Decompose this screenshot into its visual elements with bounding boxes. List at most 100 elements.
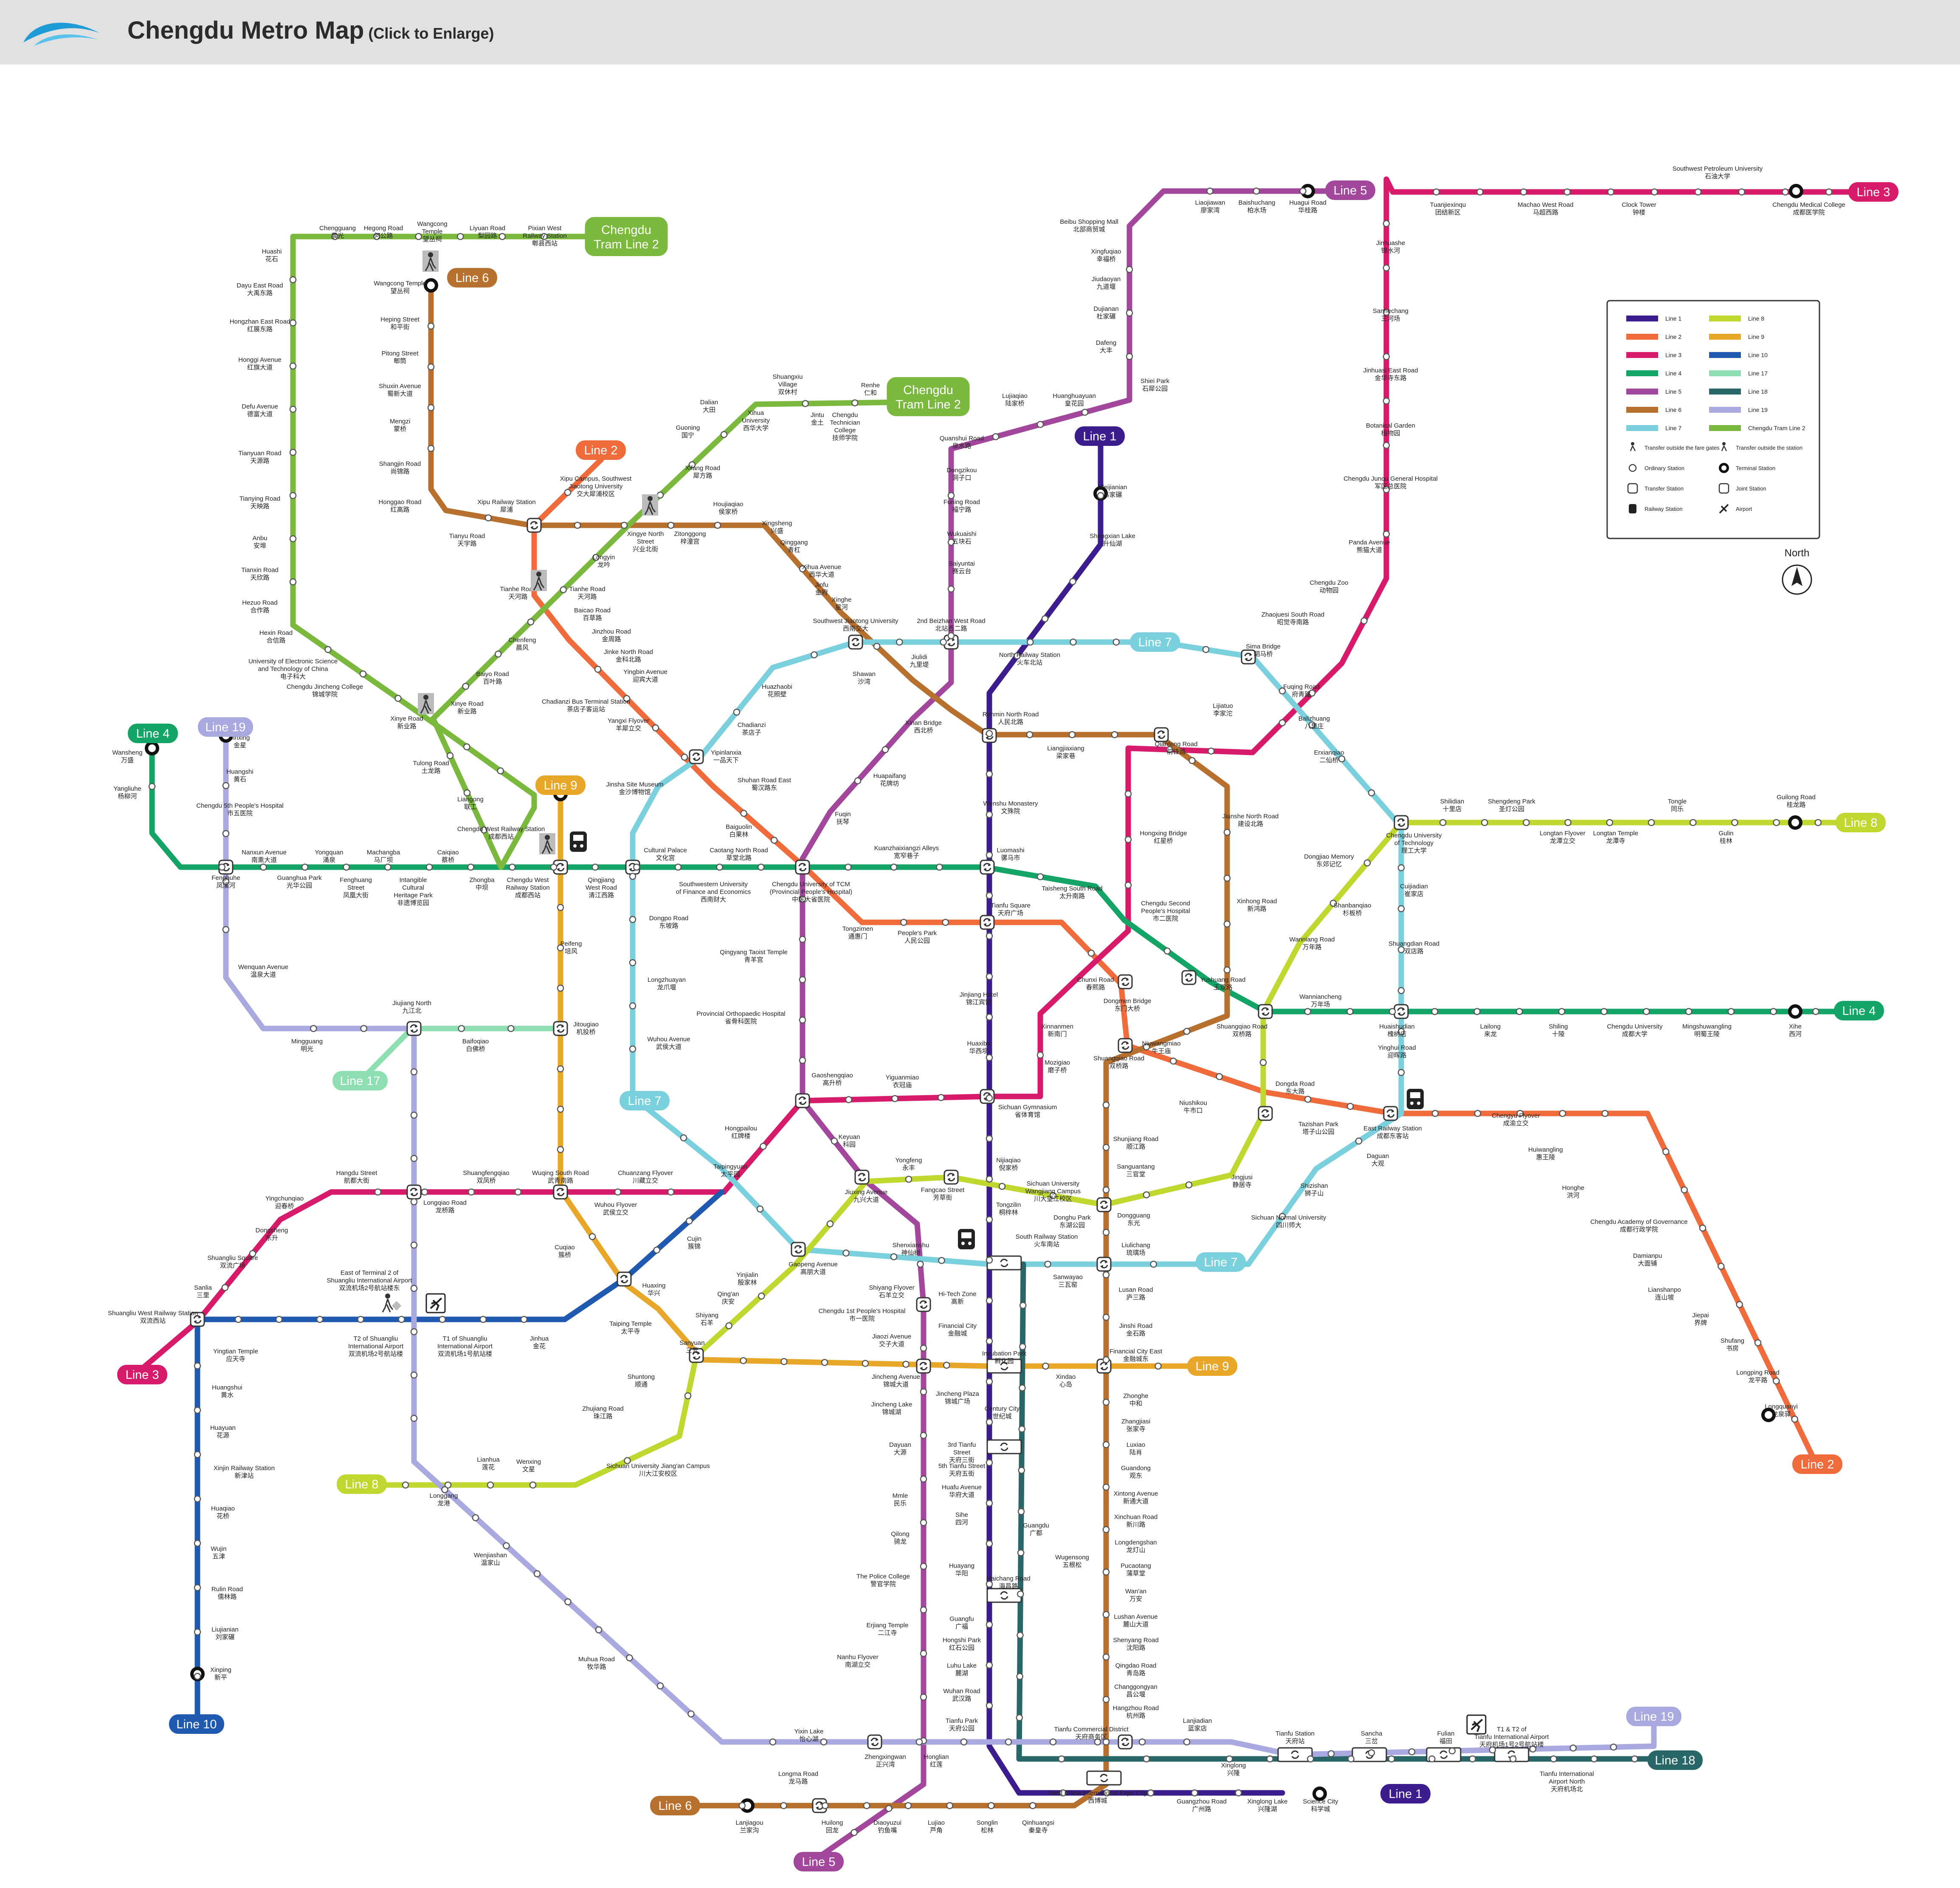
line-badge-chengdu-tram-line-2[interactable]: ChengduTram Line 2 (585, 217, 668, 256)
ordinary-station-marker[interactable] (1030, 1803, 1036, 1809)
ordinary-station-marker[interactable] (1125, 837, 1131, 843)
ordinary-station-marker[interactable] (1059, 1756, 1064, 1762)
ordinary-station-marker[interactable] (1356, 1138, 1362, 1144)
transfer-station-marker[interactable] (796, 1094, 809, 1107)
line-badge-line-6[interactable]: Line 6 (650, 1796, 700, 1815)
ordinary-station-marker[interactable] (558, 905, 563, 910)
ordinary-station-marker[interactable] (194, 1674, 200, 1679)
ordinary-station-marker[interactable] (1700, 1225, 1706, 1231)
ordinary-station-marker[interactable] (1305, 1096, 1311, 1102)
ordinary-station-marker[interactable] (630, 874, 636, 879)
ordinary-station-marker[interactable] (770, 1739, 776, 1745)
ordinary-station-marker[interactable] (1559, 1009, 1565, 1014)
ordinary-station-marker[interactable] (194, 1451, 200, 1457)
ordinary-station-marker[interactable] (1143, 1192, 1149, 1198)
ordinary-station-marker[interactable] (1045, 1261, 1051, 1267)
ordinary-station-marker[interactable] (1236, 1790, 1242, 1796)
ordinary-station-marker[interactable] (1591, 1756, 1597, 1762)
ordinary-station-marker[interactable] (906, 1176, 912, 1182)
ordinary-station-marker[interactable] (1103, 1314, 1109, 1320)
ordinary-station-marker[interactable] (1103, 1229, 1109, 1235)
ordinary-station-marker[interactable] (1103, 1399, 1109, 1405)
line-badge-line-4[interactable]: Line 4 (1834, 1001, 1884, 1020)
ordinary-station-marker[interactable] (565, 490, 571, 496)
ordinary-station-marker[interactable] (986, 1338, 992, 1344)
joint-station-marker[interactable] (1278, 1748, 1312, 1761)
ordinary-station-marker[interactable] (1440, 820, 1446, 826)
ordinary-station-marker[interactable] (1470, 1756, 1476, 1762)
ordinary-station-marker[interactable] (1103, 1187, 1109, 1193)
ordinary-station-marker[interactable] (741, 1358, 746, 1364)
transfer-station-marker[interactable] (1118, 1039, 1132, 1052)
ordinary-station-marker[interactable] (290, 536, 296, 542)
ordinary-station-marker[interactable] (509, 864, 515, 870)
transfer-station-marker[interactable] (1384, 1107, 1397, 1120)
ordinary-station-marker[interactable] (1718, 1263, 1724, 1269)
ordinary-station-marker[interactable] (1813, 1009, 1819, 1014)
ordinary-station-marker[interactable] (1019, 1385, 1025, 1391)
ordinary-station-marker[interactable] (534, 1571, 540, 1577)
ordinary-station-marker[interactable] (1560, 1110, 1566, 1116)
ordinary-station-marker[interactable] (630, 960, 636, 966)
ordinary-station-marker[interactable] (596, 1627, 602, 1633)
ordinary-station-marker[interactable] (1260, 1060, 1266, 1065)
ordinary-station-marker[interactable] (986, 730, 992, 736)
ordinary-station-marker[interactable] (595, 666, 601, 672)
ordinary-station-marker[interactable] (1792, 1416, 1798, 1422)
ordinary-station-marker[interactable] (630, 916, 636, 922)
ordinary-station-marker[interactable] (938, 1095, 944, 1101)
line-badge-line-7[interactable]: Line 7 (1196, 1252, 1246, 1272)
ordinary-station-marker[interactable] (447, 753, 453, 759)
ordinary-station-marker[interactable] (739, 1803, 745, 1809)
ordinary-station-marker[interactable] (851, 1829, 857, 1835)
ordinary-station-marker[interactable] (852, 400, 858, 406)
ordinary-station-marker[interactable] (1103, 1442, 1109, 1448)
ordinary-station-marker[interactable] (1069, 732, 1075, 738)
ordinary-station-marker[interactable] (948, 633, 954, 639)
ordinary-station-marker[interactable] (574, 522, 580, 528)
transfer-station-marker[interactable] (554, 1022, 567, 1035)
ordinary-station-marker[interactable] (442, 1487, 448, 1493)
ordinary-station-marker[interactable] (688, 1711, 694, 1717)
ordinary-station-marker[interactable] (194, 1629, 200, 1635)
ordinary-station-marker[interactable] (1383, 265, 1389, 271)
ordinary-station-marker[interactable] (986, 1095, 992, 1101)
transfer-station-marker[interactable] (1118, 1735, 1132, 1749)
transfer-station-marker[interactable] (1097, 1198, 1111, 1212)
ordinary-station-marker[interactable] (1019, 1426, 1025, 1432)
ordinary-station-marker[interactable] (921, 1345, 926, 1351)
ordinary-station-marker[interactable] (1695, 189, 1701, 195)
ordinary-station-marker[interactable] (473, 1515, 479, 1521)
transfer-station-marker[interactable] (1259, 1107, 1272, 1120)
ordinary-station-marker[interactable] (845, 864, 851, 870)
ordinary-station-marker[interactable] (921, 1520, 926, 1526)
ordinary-station-marker[interactable] (1126, 354, 1132, 360)
ordinary-station-marker[interactable] (986, 1541, 992, 1547)
ordinary-station-marker[interactable] (1103, 1102, 1109, 1108)
ordinary-station-marker[interactable] (1164, 948, 1170, 954)
ordinary-station-marker[interactable] (1082, 409, 1088, 415)
line-badge-line-6[interactable]: Line 6 (447, 268, 497, 287)
line-badge-line-1[interactable]: Line 1 (1075, 426, 1125, 446)
ordinary-station-marker[interactable] (1565, 820, 1571, 826)
ordinary-station-marker[interactable] (903, 1361, 909, 1367)
ordinary-station-marker[interactable] (986, 974, 992, 980)
ordinary-station-marker[interactable] (463, 683, 469, 689)
ordinary-station-marker[interactable] (1151, 1261, 1157, 1267)
ordinary-station-marker[interactable] (468, 1189, 474, 1195)
ordinary-station-marker[interactable] (1017, 1674, 1023, 1679)
ordinary-station-marker[interactable] (290, 449, 296, 455)
ordinary-station-marker[interactable] (399, 1316, 405, 1322)
ordinary-station-marker[interactable] (1516, 1009, 1522, 1014)
ordinary-station-marker[interactable] (1389, 1009, 1395, 1014)
ordinary-station-marker[interactable] (734, 709, 740, 715)
transfer-station-marker[interactable] (980, 916, 994, 929)
ordinary-station-marker[interactable] (498, 768, 504, 774)
ordinary-station-marker[interactable] (760, 1144, 766, 1150)
ordinary-station-marker[interactable] (1347, 1103, 1353, 1109)
terminal-station-marker[interactable] (1791, 186, 1802, 197)
ordinary-station-marker[interactable] (464, 744, 470, 750)
ordinary-station-marker[interactable] (592, 864, 598, 870)
ordinary-station-marker[interactable] (986, 1419, 992, 1425)
